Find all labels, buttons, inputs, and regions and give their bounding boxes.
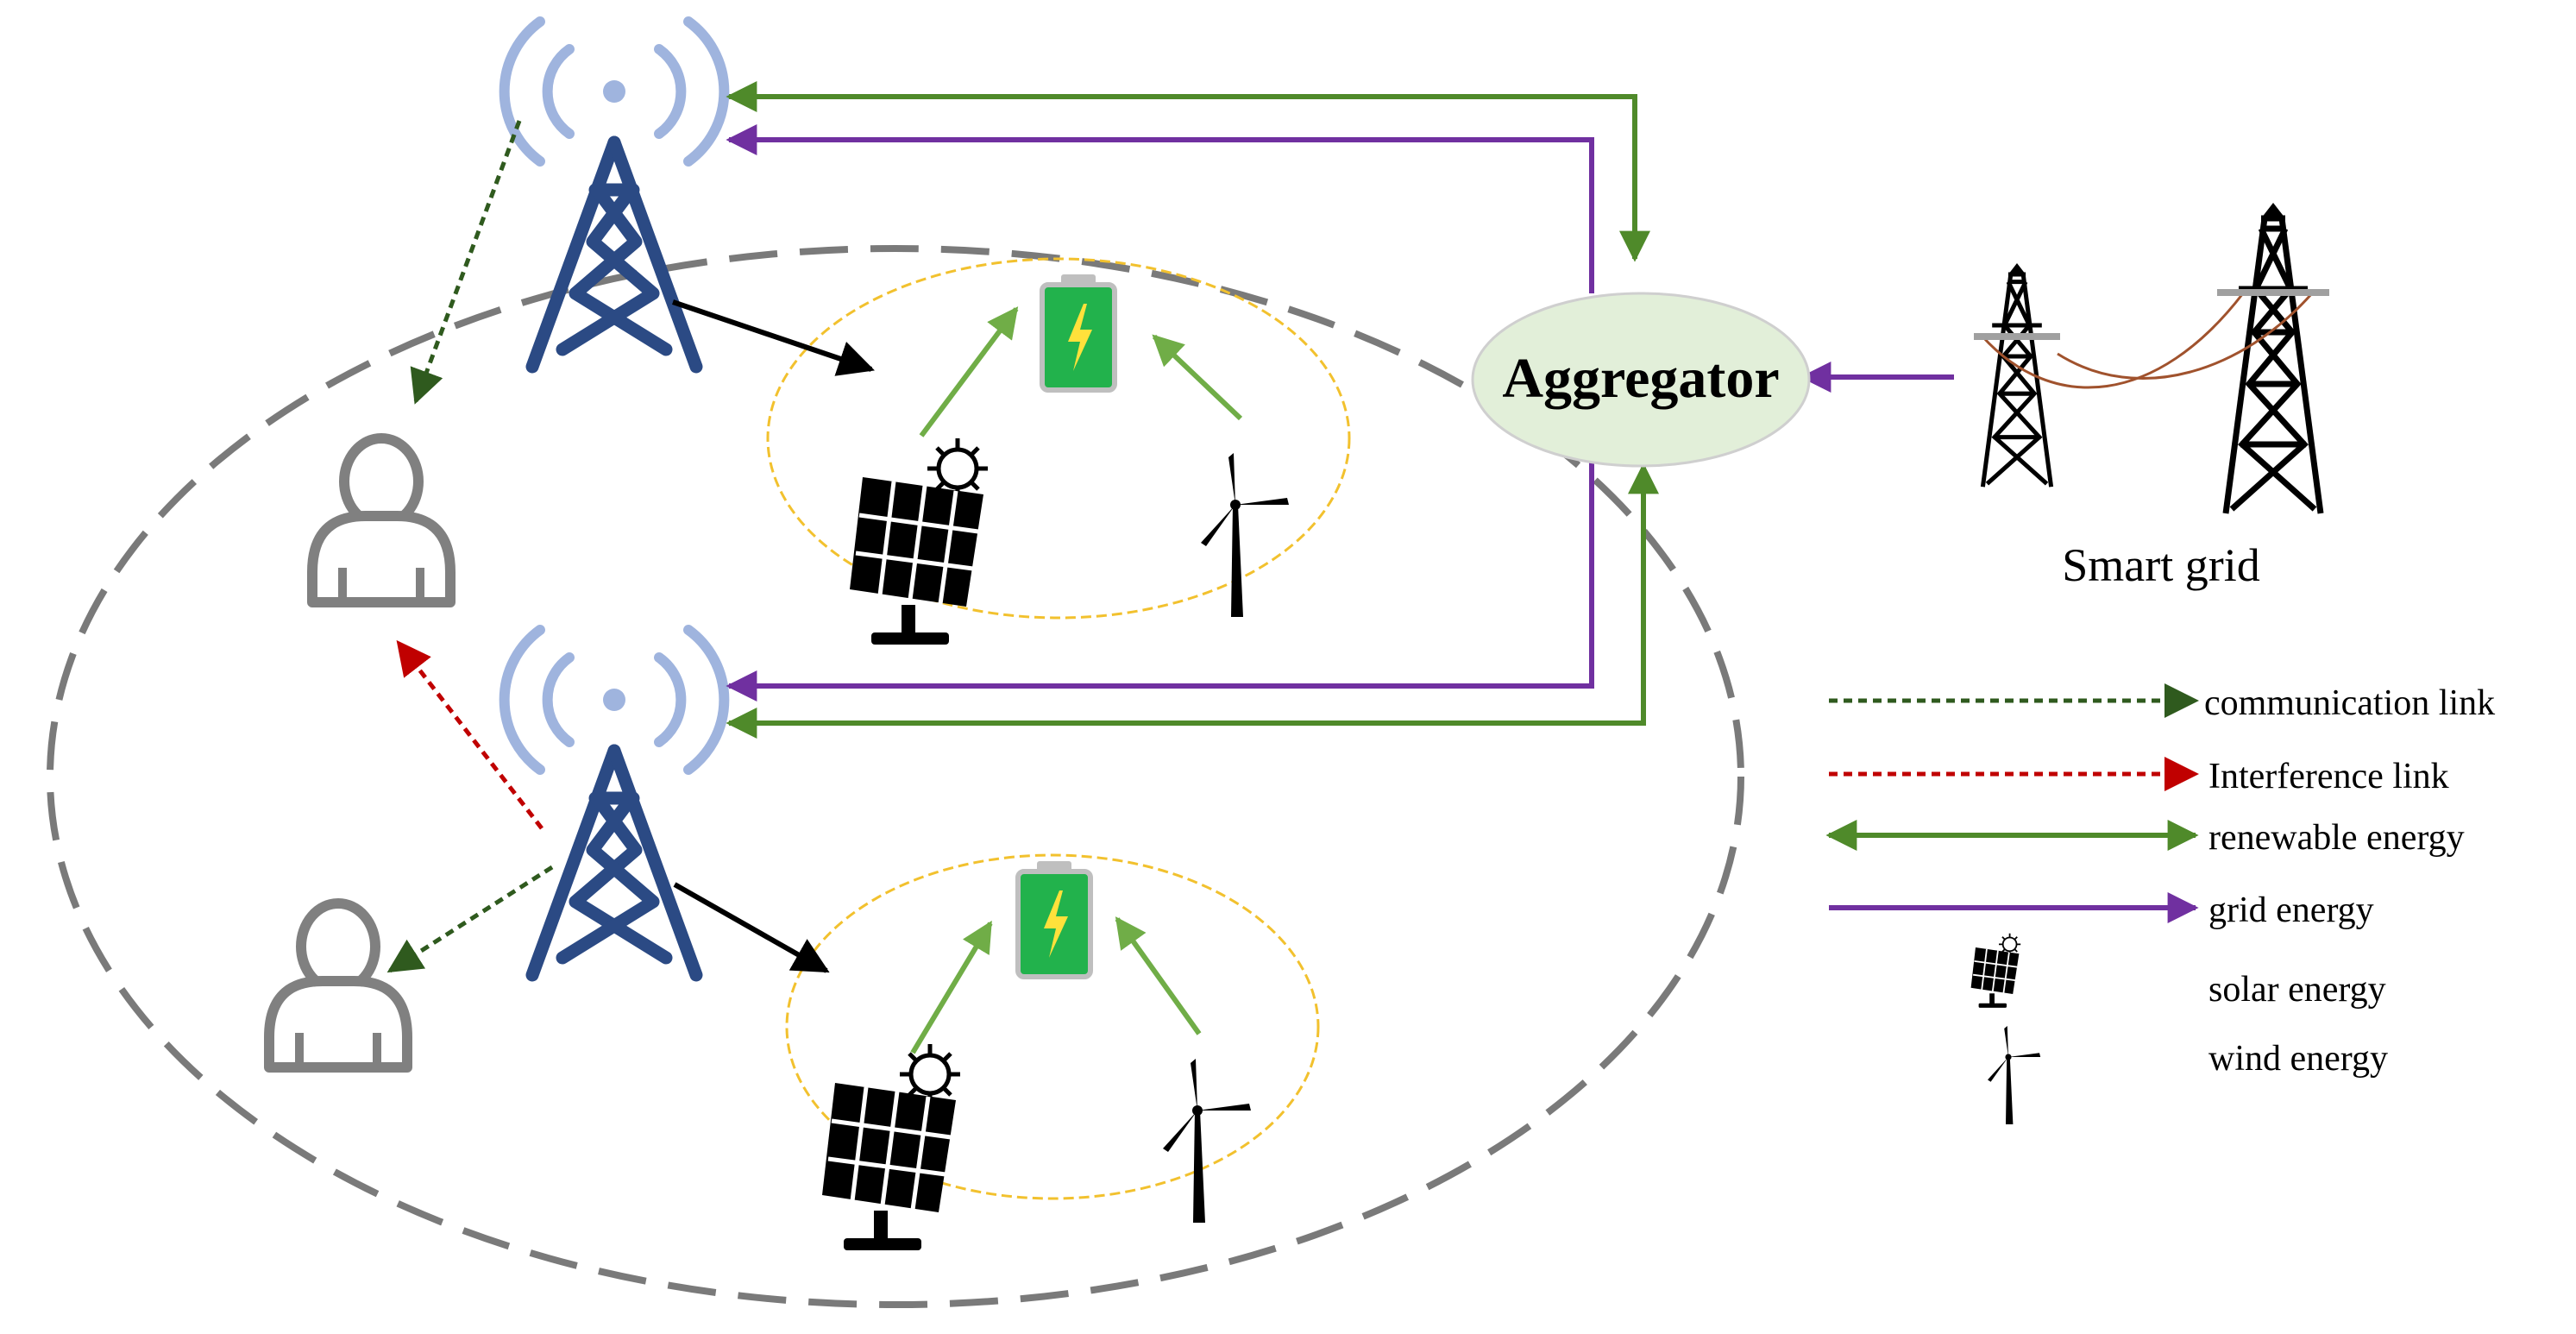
communication-link-bottom xyxy=(386,865,554,973)
user-icon-bottom xyxy=(269,903,407,1067)
legend-wind-turbine-icon xyxy=(1988,1026,2041,1124)
battery-icon-top xyxy=(1042,274,1115,390)
legend: communication link Interference link ren… xyxy=(1825,683,2495,1124)
interference-link xyxy=(396,639,543,830)
renewable-energy-link-top xyxy=(726,81,1650,262)
solar-panel-icon-bottom xyxy=(822,1044,960,1250)
base-station-tower-icon-top xyxy=(505,22,725,367)
legend-grid-label: grid energy xyxy=(2208,890,2374,930)
legend-interference-label: Interference link xyxy=(2208,757,2449,796)
solar-panel-icon-top xyxy=(850,438,988,645)
legend-solar-panel-icon xyxy=(1970,932,2022,1009)
communication-link-top xyxy=(410,120,522,405)
legend-communication-label: communication link xyxy=(2204,683,2495,723)
battery-icon-bottom xyxy=(1018,861,1090,977)
legend-wind-label: wind energy xyxy=(2208,1039,2388,1079)
wind-turbine-icon-top xyxy=(1201,453,1289,617)
aggregator-label: Aggregator xyxy=(1502,347,1779,410)
grid-energy-link-top xyxy=(726,124,1594,293)
solar-to-battery-arrow-top xyxy=(919,306,1019,437)
renewable-energy-link-bottom xyxy=(726,462,1659,739)
legend-renewable-label: renewable energy xyxy=(2208,818,2465,858)
tower-to-microgrid-arrow-bottom xyxy=(673,882,830,973)
user-icon-top xyxy=(312,438,450,602)
legend-solar-label: solar energy xyxy=(2208,970,2386,1010)
wind-to-battery-arrow-top xyxy=(1152,334,1243,421)
solar-to-battery-arrow-bottom xyxy=(910,920,993,1054)
base-station-tower-icon-bottom xyxy=(505,630,725,975)
microgrid-boundary-bottom xyxy=(785,853,1320,1200)
aggregator-node: Aggregator xyxy=(1471,292,1811,468)
wind-turbine-icon-bottom xyxy=(1163,1059,1251,1223)
smart-grid-label: Smart grid xyxy=(2062,539,2259,591)
wind-to-battery-arrow-bottom xyxy=(1115,916,1202,1035)
tower-to-microgrid-arrow-top xyxy=(672,299,875,376)
smart-grid-icon xyxy=(1974,203,2329,513)
